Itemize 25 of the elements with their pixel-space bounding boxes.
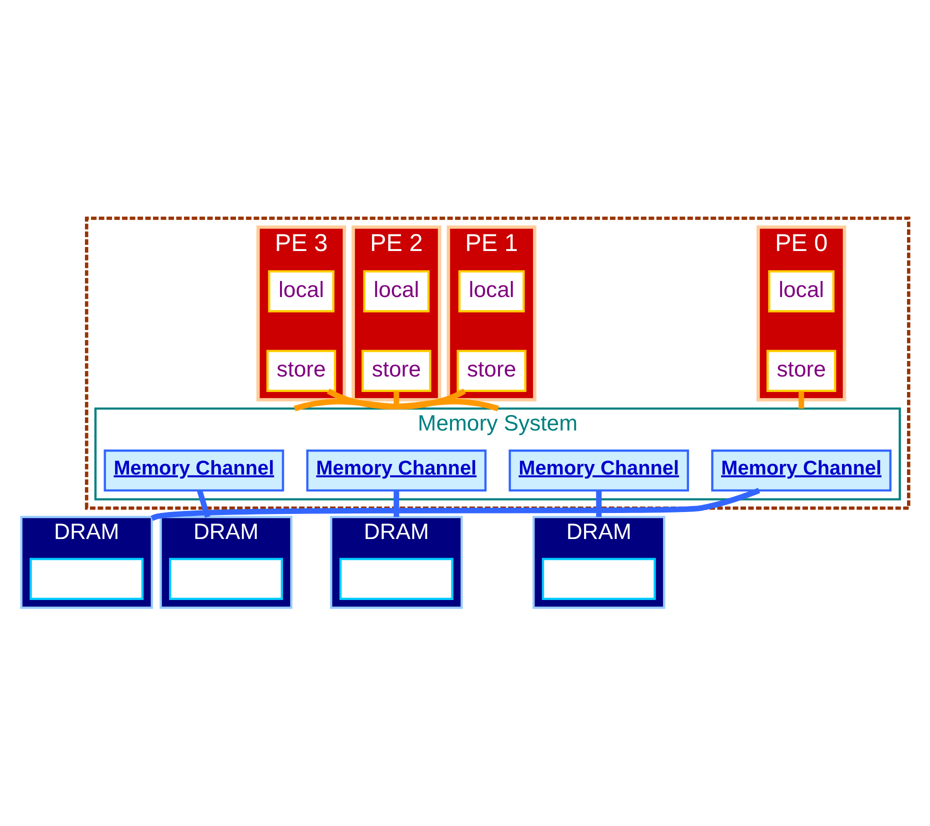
- cluster: DRAM: [532, 516, 666, 609]
- node-box: Memory Channel: [508, 450, 690, 492]
- node-box: Memory Channel: [104, 450, 284, 492]
- cluster: [84, 216, 910, 510]
- node-box: store: [362, 350, 432, 392]
- node-box: [30, 558, 144, 600]
- node-box: local: [458, 270, 525, 312]
- node-box: store: [266, 350, 336, 392]
- node-box: [169, 558, 283, 600]
- node-box: local: [363, 270, 430, 312]
- cluster: DRAM: [160, 516, 292, 609]
- connector: [596, 490, 602, 517]
- node-box: [339, 558, 454, 600]
- cluster: DRAM: [330, 516, 463, 609]
- node-box: local: [268, 270, 334, 312]
- node-box: store: [456, 350, 526, 392]
- node-box: [542, 558, 656, 600]
- cluster: DRAM: [20, 516, 153, 609]
- connector: [197, 490, 210, 518]
- node-box: local: [768, 270, 835, 312]
- node-box: Memory Channel: [711, 450, 892, 492]
- connector: [394, 490, 400, 517]
- node-box: store: [766, 350, 836, 392]
- node-box: Memory Channel: [306, 450, 487, 492]
- connector: [798, 391, 804, 409]
